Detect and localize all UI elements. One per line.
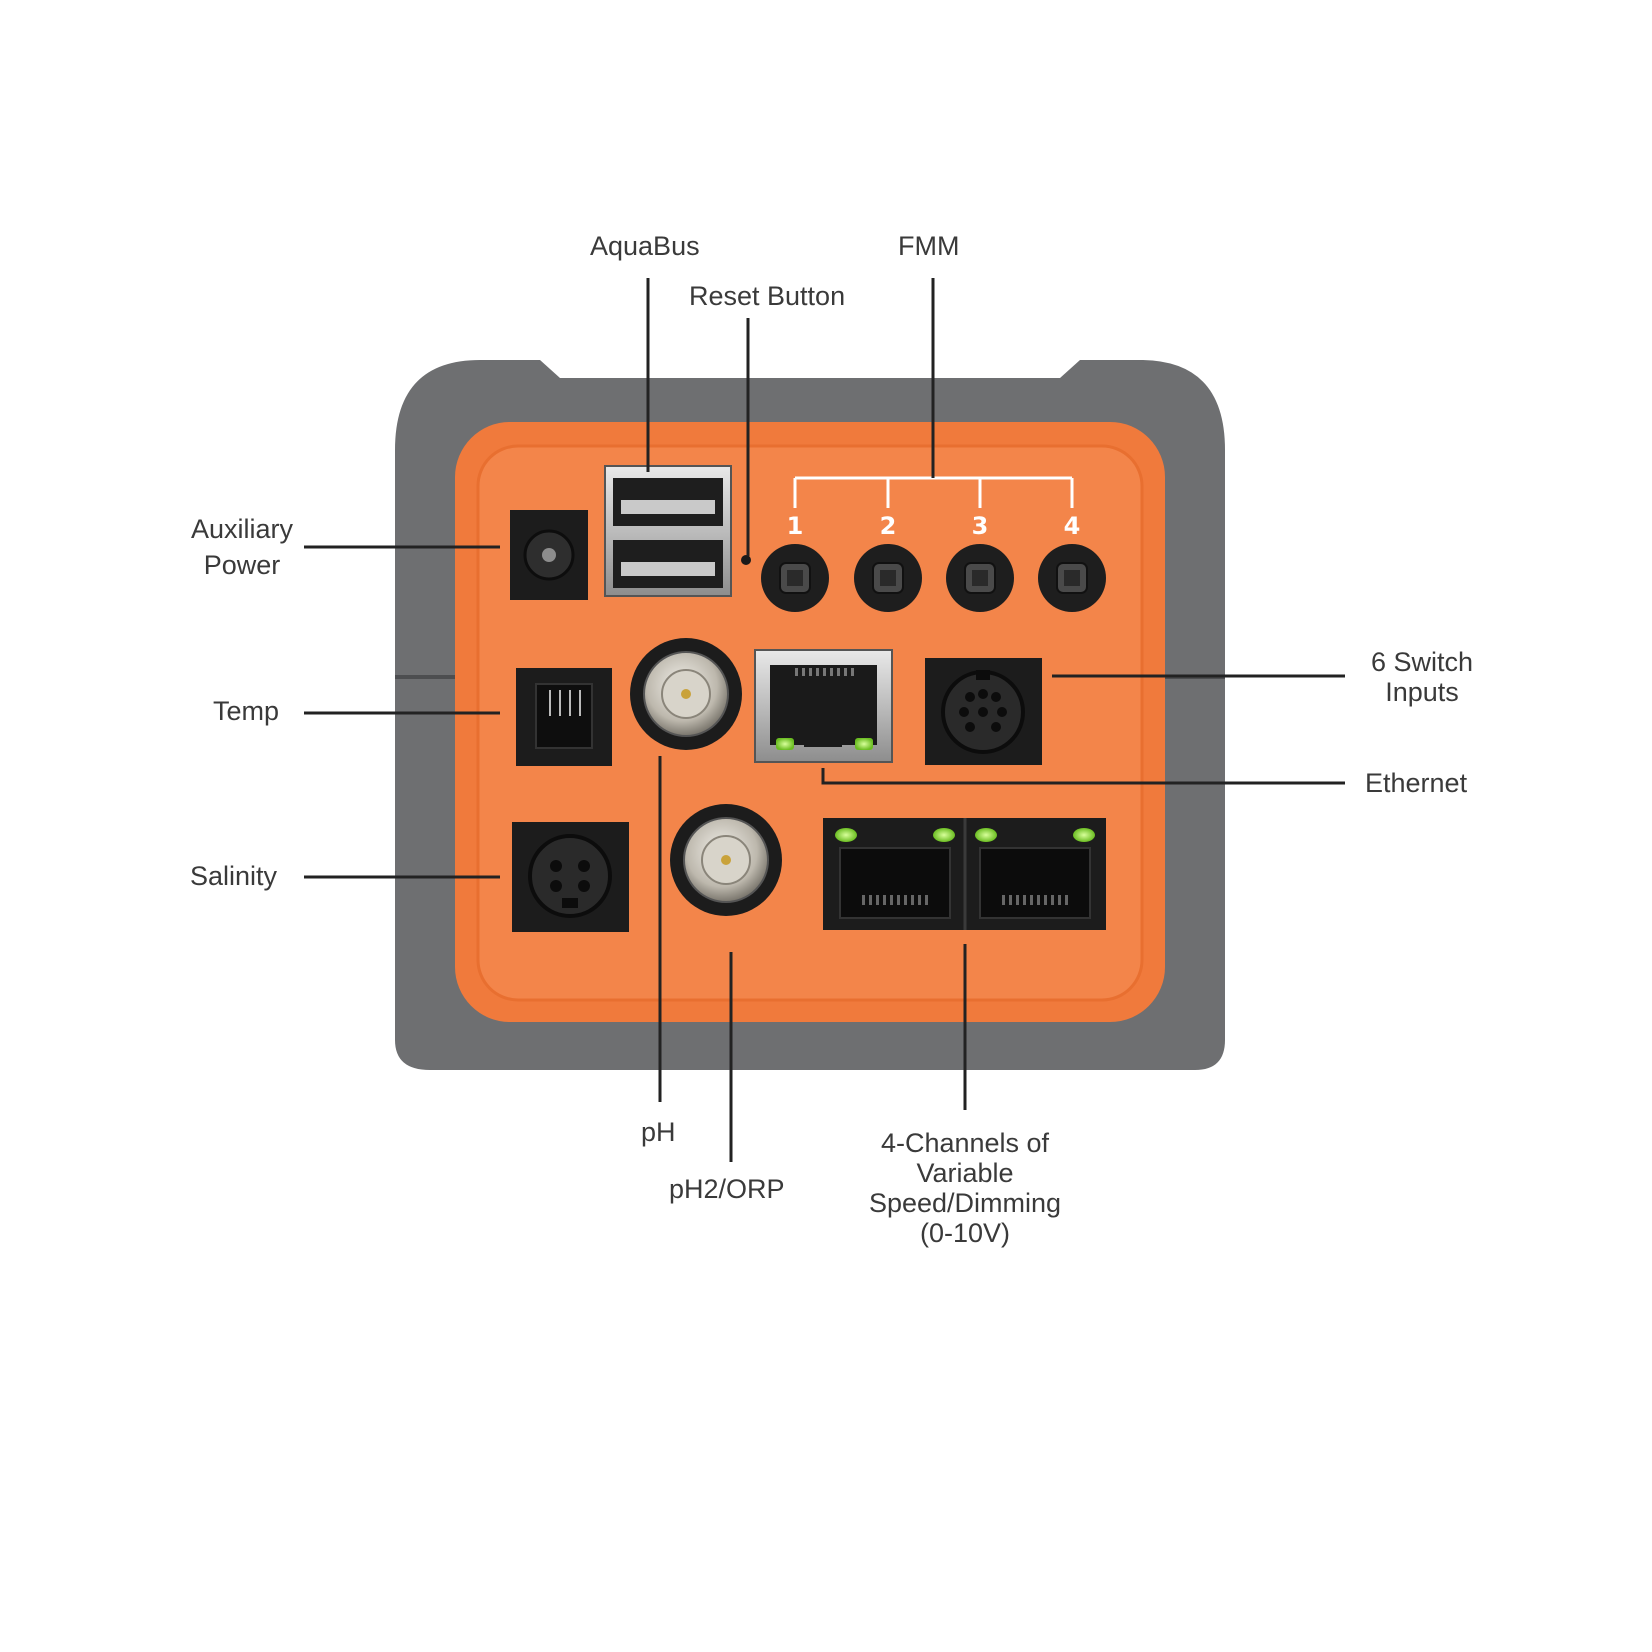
temp-port	[516, 668, 612, 766]
ethernet-port	[754, 649, 893, 763]
aquabus-usb-ports	[604, 465, 732, 597]
label-channels: 4-Channels of Variable Speed/Dimming (0-…	[845, 1128, 1085, 1248]
fmm-number-2: 2	[880, 512, 897, 540]
ph2-orp-bnc-port	[670, 804, 782, 916]
label-auxiliary-power: Auxiliary Power	[172, 514, 312, 580]
label-ethernet: Ethernet	[1365, 768, 1468, 798]
label-auxiliary-power-line1: Auxiliary	[190, 514, 294, 544]
fmm-number-1: 1	[787, 512, 804, 540]
fmm-port-3	[946, 544, 1014, 612]
label-ph2-orp: pH2/ORP	[669, 1174, 785, 1204]
label-switch-inputs-line1: 6 Switch	[1370, 647, 1474, 677]
label-reset-button: Reset Button	[689, 281, 846, 311]
leader-lines	[304, 278, 1345, 1162]
fmm-port-4	[1038, 544, 1106, 612]
auxiliary-power-jack	[510, 510, 588, 600]
fmm-number-4: 4	[1064, 512, 1081, 540]
label-temp: Temp	[213, 696, 280, 726]
reset-button-hole	[741, 555, 751, 565]
label-channels-line2: Variable	[916, 1158, 1014, 1188]
variable-speed-ports	[823, 818, 1106, 930]
label-channels-line4: (0-10V)	[919, 1218, 1011, 1248]
label-switch-inputs: 6 Switch Inputs	[1352, 647, 1492, 707]
label-fmm: FMM	[898, 231, 960, 261]
label-switch-inputs-line2: Inputs	[1385, 677, 1459, 707]
fmm-port-1	[761, 544, 829, 612]
label-salinity: Salinity	[190, 861, 278, 891]
fmm-port-2	[854, 544, 922, 612]
leader-ethernet	[821, 768, 1345, 785]
switch-inputs-port	[925, 658, 1042, 765]
ph-bnc-port	[630, 638, 742, 750]
label-ph: pH	[641, 1117, 676, 1147]
label-auxiliary-power-line2: Power	[203, 550, 281, 580]
fmm-number-3: 3	[972, 512, 989, 540]
salinity-port	[512, 822, 629, 932]
label-aquabus: AquaBus	[590, 231, 700, 261]
label-channels-line3: Speed/Dimming	[868, 1188, 1062, 1218]
label-channels-line1: 4-Channels of	[880, 1128, 1050, 1158]
